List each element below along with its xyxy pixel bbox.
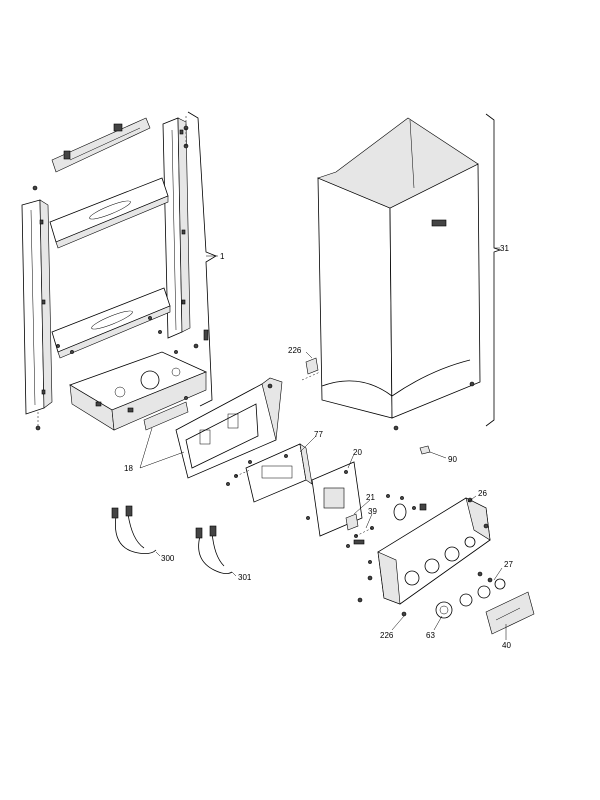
fascia-bottom-screw [401,611,407,617]
wiring-harness-301 [195,525,233,574]
callout-18: 18 [124,464,133,473]
control-knobs [435,571,506,619]
fascia-bottom-left-screw [357,597,363,603]
callout-40: 40 [502,641,511,650]
top-mounting-plate [51,117,151,173]
wiring-harness-300 [111,505,157,554]
callout-1: 1 [220,252,225,261]
clip-21 [345,513,359,531]
callout-31: 31 [500,244,509,253]
callout-39: 39 [368,507,377,516]
upper-cross-brace [49,177,169,249]
callout-77: 77 [314,430,323,439]
lower-cross-brace [51,287,171,359]
hinge-clip [301,357,321,381]
screws-left [226,460,252,486]
panel-fasteners-top [386,494,427,521]
outer-casing [317,113,502,431]
callout-27: 27 [504,560,513,569]
callout-226-bottom: 226 [380,631,394,640]
rear-bracket [175,377,283,479]
callout-labels: 1 31 226 90 77 20 18 21 39 26 300 301 27… [124,244,513,650]
screws-39 [346,526,374,548]
callout-21: 21 [366,493,375,502]
clip-90 [419,445,431,455]
left-vertical-rail [21,199,53,415]
callout-226-top: 226 [288,346,302,355]
small-terminal-bracket [143,396,189,431]
callout-20: 20 [353,448,362,457]
callout-26: 26 [478,489,487,498]
fascia-side-screws [353,539,372,564]
mounting-frame-assembly [21,111,217,431]
callout-301: 301 [238,573,252,582]
leader-lines [139,247,507,640]
control-fascia [367,497,491,605]
callout-300: 300 [161,554,175,563]
bottom-tray [69,351,208,431]
pcb-carrier [245,443,313,503]
callout-90: 90 [448,455,457,464]
callout-63: 63 [426,631,435,640]
right-vertical-rail [162,117,191,339]
cover-flap [485,591,535,635]
